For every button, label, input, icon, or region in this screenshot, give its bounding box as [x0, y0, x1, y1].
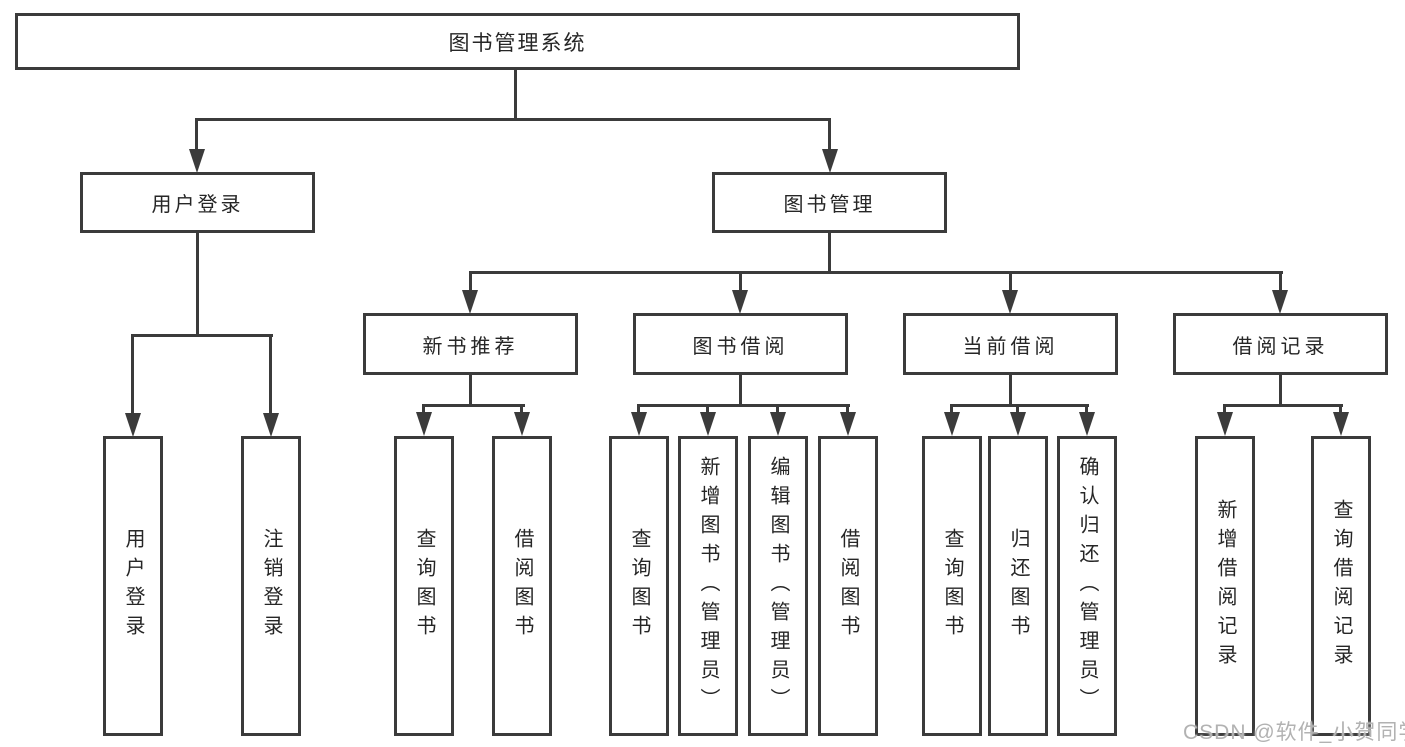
leaf-query-books-borrowing: 查询图书: [609, 436, 669, 736]
leaf-add-books-admin: 新增图书（管理员）: [678, 436, 738, 736]
leaf-label: 注销登录: [260, 528, 282, 644]
node-book-borrowing: 图书借阅: [633, 313, 848, 375]
arrow-down-icon: [700, 412, 716, 436]
arrow-down-icon: [263, 413, 279, 437]
arrow-down-icon: [770, 412, 786, 436]
arrow-down-icon: [822, 149, 838, 173]
connector-line: [637, 404, 640, 416]
arrow-down-icon: [1217, 412, 1233, 436]
connector-line: [469, 373, 472, 406]
connector-line: [1339, 404, 1342, 416]
leaf-label: 用户登录: [122, 528, 144, 644]
connector-line: [637, 404, 850, 407]
connector-line: [1085, 404, 1088, 416]
arrow-down-icon: [416, 412, 432, 436]
arrow-down-icon: [631, 412, 647, 436]
connector-line: [950, 404, 953, 416]
node-current-borrowing: 当前借阅: [903, 313, 1118, 375]
arrow-down-icon: [1010, 412, 1026, 436]
leaf-logout: 注销登录: [241, 436, 301, 736]
connector-line: [776, 404, 779, 416]
leaf-user-login: 用户登录: [103, 436, 163, 736]
leaf-edit-books-admin: 编辑图书（管理员）: [748, 436, 808, 736]
leaf-label: 借阅图书: [511, 528, 533, 644]
node-library-system: 图书管理系统: [15, 13, 1020, 70]
connector-line: [469, 271, 1283, 274]
connector-line: [469, 271, 472, 293]
leaf-label: 确认归还（管理员）: [1076, 455, 1098, 717]
leaf-query-books-recommend: 查询图书: [394, 436, 454, 736]
leaf-confirm-return-admin: 确认归还（管理员）: [1057, 436, 1117, 736]
arrow-down-icon: [125, 413, 141, 437]
connector-line: [1223, 404, 1226, 416]
node-new-book-recommend: 新书推荐: [363, 313, 578, 375]
connector-line: [520, 404, 523, 416]
leaf-borrow-books-recommend: 借阅图书: [492, 436, 552, 736]
node-user-login: 用户登录: [80, 172, 315, 233]
arrow-down-icon: [840, 412, 856, 436]
arrow-down-icon: [462, 290, 478, 314]
arrow-down-icon: [1333, 412, 1349, 436]
connector-line: [846, 404, 849, 416]
connector-line: [1009, 373, 1012, 406]
connector-line: [422, 404, 425, 416]
connector-line: [1279, 271, 1282, 293]
connector-line: [1279, 373, 1282, 406]
arrow-down-icon: [514, 412, 530, 436]
connector-line: [196, 231, 199, 337]
connector-line: [514, 68, 517, 121]
leaf-borrow-books: 借阅图书: [818, 436, 878, 736]
leaf-label: 新增借阅记录: [1214, 499, 1236, 673]
connector-line: [422, 404, 525, 407]
arrow-down-icon: [944, 412, 960, 436]
leaf-label: 查询借阅记录: [1330, 499, 1352, 673]
leaf-label: 编辑图书（管理员）: [767, 455, 789, 717]
connector-line: [739, 271, 742, 293]
arrow-down-icon: [732, 290, 748, 314]
connector-line: [828, 118, 831, 152]
connector-line: [706, 404, 709, 416]
leaf-query-borrow-record: 查询借阅记录: [1311, 436, 1371, 736]
leaf-label: 查询图书: [941, 528, 963, 644]
leaf-label: 查询图书: [628, 528, 650, 644]
node-borrowing-records: 借阅记录: [1173, 313, 1388, 375]
arrow-down-icon: [1079, 412, 1095, 436]
csdn-watermark: CSDN @软件_小贺同学: [1183, 721, 1405, 744]
leaf-add-borrow-record: 新增借阅记录: [1195, 436, 1255, 736]
connector-line: [269, 334, 272, 414]
connector-line: [195, 118, 198, 152]
node-book-management: 图书管理: [712, 172, 947, 233]
leaf-query-books-current: 查询图书: [922, 436, 982, 736]
connector-line: [950, 404, 1089, 407]
connector-line: [828, 231, 831, 274]
leaf-label: 借阅图书: [837, 528, 859, 644]
connector-line: [739, 373, 742, 406]
leaf-label: 查询图书: [413, 528, 435, 644]
arrow-down-icon: [1272, 290, 1288, 314]
arrow-down-icon: [189, 149, 205, 173]
leaf-return-books: 归还图书: [988, 436, 1048, 736]
connector-line: [1223, 404, 1343, 407]
connector-line: [1016, 404, 1019, 416]
leaf-label: 归还图书: [1007, 528, 1029, 644]
connector-line: [131, 334, 273, 337]
arrow-down-icon: [1002, 290, 1018, 314]
leaf-label: 新增图书（管理员）: [697, 455, 719, 717]
connector-line: [1009, 271, 1012, 293]
connector-line: [131, 334, 134, 414]
connector-line: [195, 118, 831, 121]
